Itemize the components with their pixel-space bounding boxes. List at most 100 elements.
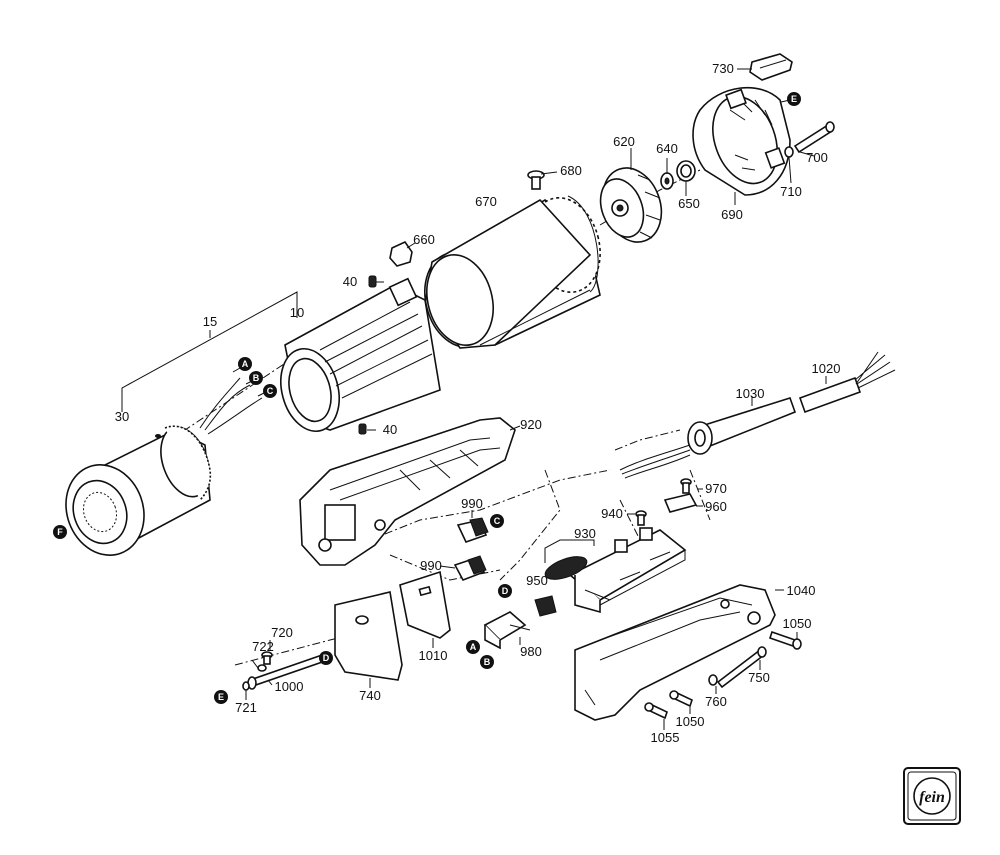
washer-640 bbox=[660, 172, 674, 190]
clip-730 bbox=[749, 53, 793, 81]
label-990-top: 990 bbox=[461, 496, 483, 511]
capacitor-980 bbox=[483, 611, 531, 650]
label-15: 15 bbox=[203, 314, 217, 329]
screw-40-bottom bbox=[358, 423, 367, 435]
washer-710 bbox=[784, 146, 794, 158]
label-700: 700 bbox=[806, 150, 828, 165]
label-930: 930 bbox=[574, 526, 596, 541]
power-cable-1020 bbox=[798, 351, 896, 414]
brush-holder-990-bottom bbox=[453, 555, 487, 581]
label-40-bottom: 40 bbox=[383, 422, 397, 437]
svg-text:C: C bbox=[494, 516, 501, 526]
label-660: 660 bbox=[413, 232, 435, 247]
svg-text:C: C bbox=[267, 386, 274, 396]
svg-text:B: B bbox=[253, 373, 260, 383]
connection-markers: A B C E F C D A B D E bbox=[53, 92, 801, 704]
label-750: 750 bbox=[748, 670, 770, 685]
svg-text:A: A bbox=[470, 642, 477, 652]
brush-cap-660 bbox=[389, 240, 413, 267]
label-690: 690 bbox=[721, 207, 743, 222]
washer-760 bbox=[708, 674, 718, 686]
brand-logo: fein bbox=[903, 767, 961, 825]
label-1055: 1055 bbox=[651, 730, 680, 745]
label-1020: 1020 bbox=[812, 361, 841, 376]
label-680: 680 bbox=[560, 163, 582, 178]
end-cap-690 bbox=[692, 86, 791, 196]
svg-text:D: D bbox=[502, 586, 509, 596]
label-1030: 1030 bbox=[736, 386, 765, 401]
marker-d-brush: D bbox=[498, 584, 512, 598]
screw-1050-right bbox=[768, 630, 802, 650]
label-670: 670 bbox=[475, 194, 497, 209]
label-1010: 1010 bbox=[419, 648, 448, 663]
label-1000: 1000 bbox=[275, 679, 304, 694]
screw-970 bbox=[680, 478, 692, 494]
stator-30 bbox=[65, 377, 263, 556]
marker-d-screw: D bbox=[319, 651, 333, 665]
screw-1050-bottom bbox=[669, 690, 693, 708]
marker-e-screw: E bbox=[214, 690, 228, 704]
label-1050-right: 1050 bbox=[783, 616, 812, 631]
label-640: 640 bbox=[656, 141, 678, 156]
svg-text:A: A bbox=[242, 359, 249, 369]
label-1040: 1040 bbox=[787, 583, 816, 598]
label-30: 30 bbox=[115, 409, 129, 424]
svg-text:F: F bbox=[57, 527, 63, 537]
handle-half-920 bbox=[299, 417, 516, 566]
screw-680 bbox=[527, 170, 545, 190]
svg-text:B: B bbox=[484, 657, 491, 667]
label-620: 620 bbox=[613, 134, 635, 149]
label-740: 740 bbox=[359, 688, 381, 703]
brush-holder-990-top bbox=[456, 517, 489, 543]
screw-40-top bbox=[368, 275, 377, 288]
marker-a-stator: A bbox=[238, 357, 252, 371]
marker-a-capacitor: A bbox=[466, 640, 480, 654]
svg-text:fein: fein bbox=[919, 789, 945, 806]
label-10: 10 bbox=[290, 305, 304, 320]
washer-721 bbox=[242, 681, 250, 691]
switch-930 bbox=[568, 527, 687, 614]
label-950: 950 bbox=[526, 573, 548, 588]
label-40-top: 40 bbox=[343, 274, 357, 289]
screw-750 bbox=[716, 646, 767, 689]
screw-720 bbox=[261, 651, 273, 665]
label-720: 720 bbox=[271, 625, 293, 640]
cover-plate-740 bbox=[334, 591, 403, 681]
handle-half-1040 bbox=[574, 584, 776, 721]
assembly-bracket-15 bbox=[121, 291, 298, 402]
cable-clamp-960 bbox=[663, 493, 698, 513]
screw-940 bbox=[635, 510, 647, 526]
insulation-plate-1010 bbox=[399, 570, 451, 639]
bearing-650 bbox=[676, 160, 696, 182]
svg-text:E: E bbox=[791, 94, 797, 104]
internal-wires bbox=[619, 444, 691, 479]
svg-text:D: D bbox=[323, 653, 330, 663]
marker-b-stator: B bbox=[249, 371, 263, 385]
fan-housing-670 bbox=[424, 195, 601, 349]
marker-b-capacitor: B bbox=[480, 655, 494, 669]
cable-sleeve-1030 bbox=[687, 397, 797, 455]
svg-text:E: E bbox=[218, 692, 224, 702]
label-721: 721 bbox=[235, 700, 257, 715]
label-940: 940 bbox=[601, 506, 623, 521]
leader-lines bbox=[121, 68, 827, 730]
trigger-950 bbox=[544, 556, 588, 580]
screw-700 bbox=[793, 121, 835, 154]
label-970: 970 bbox=[705, 481, 727, 496]
marker-c-brush: C bbox=[490, 514, 504, 528]
screw-1055 bbox=[644, 702, 668, 720]
label-760: 760 bbox=[705, 694, 727, 709]
marker-c-stator: C bbox=[263, 384, 277, 398]
washer-722 bbox=[257, 664, 267, 672]
label-960: 960 bbox=[705, 499, 727, 514]
label-650: 650 bbox=[678, 196, 700, 211]
label-730: 730 bbox=[712, 61, 734, 76]
motor-housing-10 bbox=[280, 277, 441, 433]
switch-pad bbox=[534, 595, 557, 617]
label-710: 710 bbox=[780, 184, 802, 199]
marker-e-endcap: E bbox=[787, 92, 801, 106]
label-990-bottom: 990 bbox=[420, 558, 442, 573]
label-980: 980 bbox=[520, 644, 542, 659]
part-labels: 15 10 30 40 40 660 670 680 620 640 650 6… bbox=[115, 61, 841, 745]
